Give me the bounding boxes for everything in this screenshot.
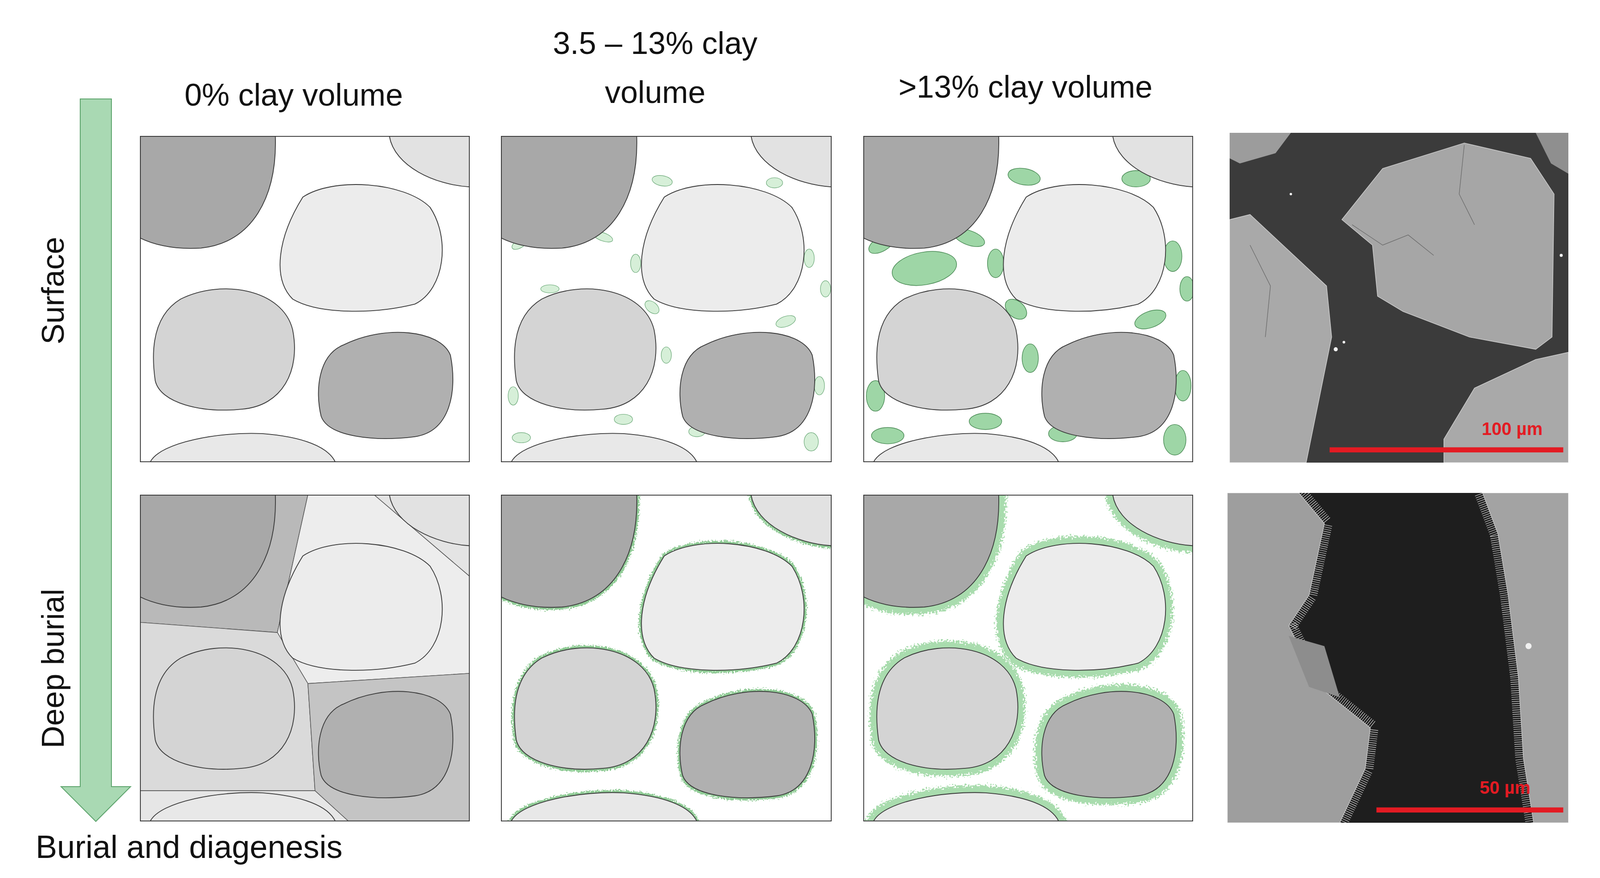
grain-panel bbox=[500, 135, 832, 463]
column-header: 0% clay volume bbox=[184, 77, 403, 114]
axis-title: Burial and diagenesis bbox=[35, 828, 343, 866]
scale-bar-label: 50 µm bbox=[1479, 777, 1531, 798]
grain-panel bbox=[139, 135, 470, 463]
axis-label: Surface bbox=[35, 236, 72, 345]
column-header: 3.5 – 13% clay volume bbox=[552, 18, 758, 117]
grain-panel bbox=[500, 494, 832, 822]
grain-panel bbox=[863, 135, 1194, 463]
grain-panel bbox=[863, 494, 1194, 822]
sem-photo bbox=[1227, 492, 1569, 823]
axis-label: Deep burial bbox=[35, 588, 72, 749]
scale-bar-label: 100 µm bbox=[1481, 418, 1543, 439]
grain-panel bbox=[139, 494, 470, 822]
sem-photo bbox=[1229, 132, 1569, 463]
column-header: >13% clay volume bbox=[898, 69, 1153, 106]
